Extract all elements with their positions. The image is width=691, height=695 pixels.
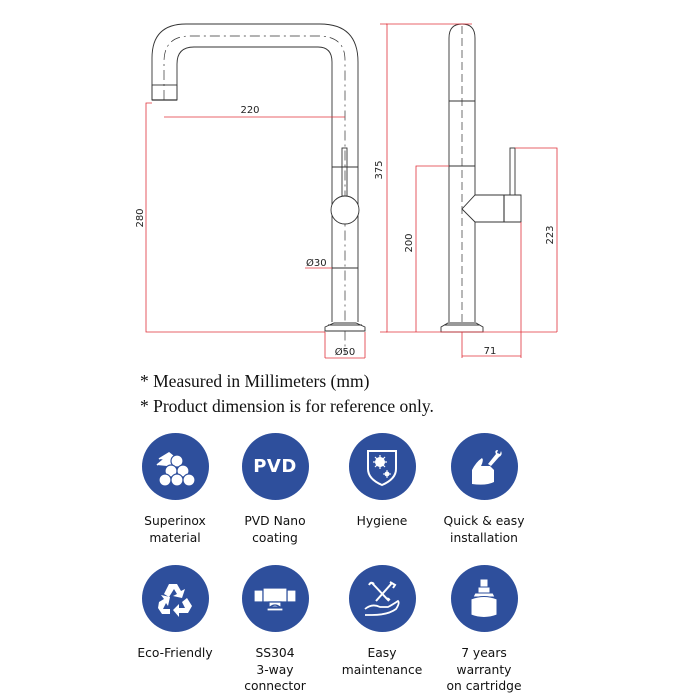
hand-tools-icon [348,565,416,632]
pipes-icon [141,433,209,500]
hand-wrench-icon [450,433,518,500]
base-diameter-label: Ø50 [335,346,356,358]
body-diameter-label: Ø30 [306,257,327,269]
side-lever [509,147,516,196]
feature-installation: Quick & easy installation [429,433,539,546]
feature-label: Eco-Friendly [137,646,213,660]
recycle-icon [141,565,209,632]
front-dimensions [145,23,388,359]
handle-projection-label: 71 [484,346,497,357]
base [324,322,366,332]
feature-eco: Eco-Friendly [120,565,230,662]
feature-superinox: Superinox material [120,433,230,546]
note-reference: * Product dimension is for reference onl… [140,396,434,416]
handle-knob [330,195,360,225]
feature-label: SS304 3-way connector [244,646,306,693]
pvd-icon-text: PVD [253,456,297,477]
spout-height-label: 280 [135,208,146,227]
spout-inner [176,46,333,322]
feature-hygiene: Hygiene [327,433,437,530]
feature-label: Superinox material [144,514,206,545]
feature-label: Easy maintenance [341,646,423,677]
side-view [440,23,522,333]
spout-centerline [163,35,346,355]
nozzle [151,84,178,101]
connector-icon [241,565,309,632]
spout-outer [151,23,359,322]
handle-top-label: 223 [545,225,556,244]
pvd-icon: PVD [241,433,309,500]
feature-label: Quick & easy installation [443,514,525,545]
feature-label: Hygiene [356,514,408,528]
total-height-label: 375 [374,160,385,179]
side-dimensions [386,23,558,358]
front-view [151,23,366,355]
note-units: * Measured in Millimeters (mm) [140,371,370,391]
side-base [440,322,484,333]
reach-label: 220 [240,105,259,116]
handle-lever [341,147,348,197]
lever-height-label: 200 [404,233,415,252]
feature-label: 7 years warranty on cartridge [446,646,522,693]
cartridge-icon [450,565,518,632]
feature-connector: SS304 3-way connector [220,565,330,695]
side-handle [461,194,522,223]
feature-pvd: PVD PVD Nano coating [220,433,330,546]
feature-label: PVD Nano coating [244,514,306,545]
feature-maintenance: Easy maintenance [327,565,437,678]
shield-germ-icon [348,433,416,500]
technical-drawing: 220 280 375 Ø30 Ø50 200 223 71 [135,23,558,359]
feature-warranty: 7 years warranty on cartridge [429,565,539,695]
